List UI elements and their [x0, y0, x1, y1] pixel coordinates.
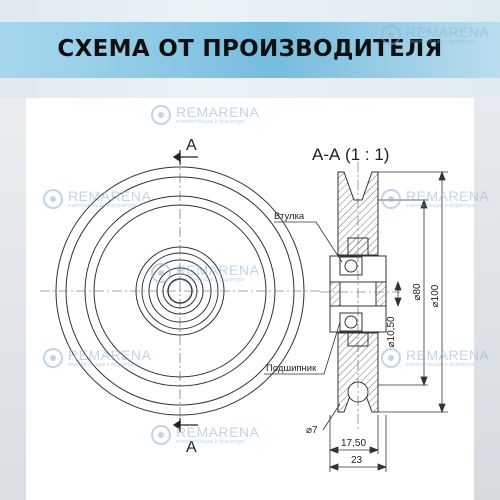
section-marker-label-top: А [186, 137, 197, 154]
background-left [0, 98, 26, 500]
remarena-logo-icon [151, 105, 171, 125]
remarena-logo-icon [381, 25, 401, 45]
bushing-left [329, 281, 341, 307]
bushing-right [375, 281, 387, 307]
remarena-logo-icon [43, 189, 63, 209]
watermark-tagline: комплектующие и фурнитура [176, 119, 245, 125]
bearing-top [339, 256, 363, 276]
watermark-tagline: комплектующие и фурнитура [68, 362, 137, 368]
label-bushing: Втулка [274, 211, 305, 222]
header-banner: СХЕМА ОТ ПРОИЗВОДИТЕЛЯ [0, 0, 500, 98]
watermark-brand: REMARENA [406, 188, 490, 204]
watermark-brand: REMARENA [176, 424, 260, 440]
dim-rim-diameter: ⌀80 [412, 283, 423, 301]
watermark-tagline: комплектующие и фурнитура [406, 362, 475, 368]
remarena-logo-icon [381, 348, 401, 368]
section-title: А-А (1 : 1) [312, 145, 389, 164]
drawing-sheet: А А А-А (1 : 1) [26, 98, 474, 500]
watermark-tagline: комплектующие и фурнитура [68, 203, 137, 209]
watermark-brand: REMARENA [406, 347, 490, 363]
watermark-brand: REMARENA [176, 104, 260, 120]
bearing-ball-bottom [344, 315, 358, 329]
dimension-lines [328, 170, 448, 472]
watermark-brand: REMARENA [68, 188, 152, 204]
section-marker-top [172, 150, 198, 165]
page-title: СХЕМА ОТ ПРОИЗВОДИТЕЛЯ [57, 36, 443, 62]
dim-hub-width: 17,50 [341, 438, 366, 449]
label-bearing: Подшипник [266, 363, 317, 374]
dim-bore-diameter: ⌀10,50 [386, 316, 397, 347]
leader-lines [264, 221, 343, 431]
watermark-brand: REMARENA [176, 262, 260, 278]
watermark-tagline: комплектующие и фурнитура [176, 439, 245, 445]
remarena-logo-icon [151, 425, 171, 445]
remarena-logo-icon [381, 189, 401, 209]
section-marker-bottom [172, 418, 198, 432]
background-right [474, 98, 500, 500]
watermark-tagline: комплектующие и фурнитура [406, 203, 475, 209]
dim-groove-diameter: ⌀7 [306, 425, 318, 436]
technical-drawing: А А А-А (1 : 1) [40, 137, 448, 472]
watermark-tagline: комплектующие и фурнитура [176, 277, 245, 283]
watermark-brand: REMARENA [68, 347, 152, 363]
bearing-ball-top [344, 259, 358, 273]
remarena-logo-icon [43, 348, 63, 368]
section-marker-label-bottom: А [186, 439, 197, 456]
dim-total-width: 23 [351, 455, 363, 466]
front-centerlines [40, 155, 322, 432]
watermark-brand: REMARENA [406, 24, 490, 40]
watermark-tagline: комплектующие и фурнитура [406, 39, 475, 45]
banner-band [0, 22, 500, 78]
remarena-logo-icon [151, 263, 171, 283]
dim-outer-diameter: ⌀100 [430, 284, 441, 307]
